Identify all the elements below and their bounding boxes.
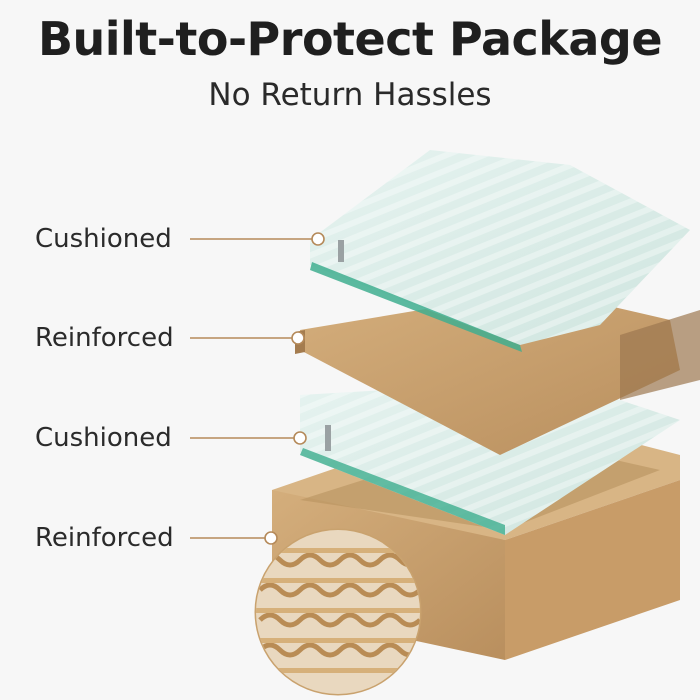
callout-lines	[190, 232, 325, 545]
layer-label-cushioned-bottom: Cushioned	[35, 423, 172, 453]
foam-pouch-top	[310, 150, 690, 352]
layer-label-reinforced-top: Reinforced	[35, 323, 174, 353]
corrugated-magnifier	[254, 528, 422, 696]
subheadline: No Return Hassles	[208, 77, 492, 113]
headline: Built-to-Protect Package	[37, 12, 663, 66]
layer-label-reinforced-bottom: Reinforced	[35, 523, 174, 553]
foam-pouch-bottom	[300, 380, 680, 535]
layer-label-cushioned-top: Cushioned	[35, 224, 172, 254]
cardboard-sheet-middle	[295, 290, 700, 455]
